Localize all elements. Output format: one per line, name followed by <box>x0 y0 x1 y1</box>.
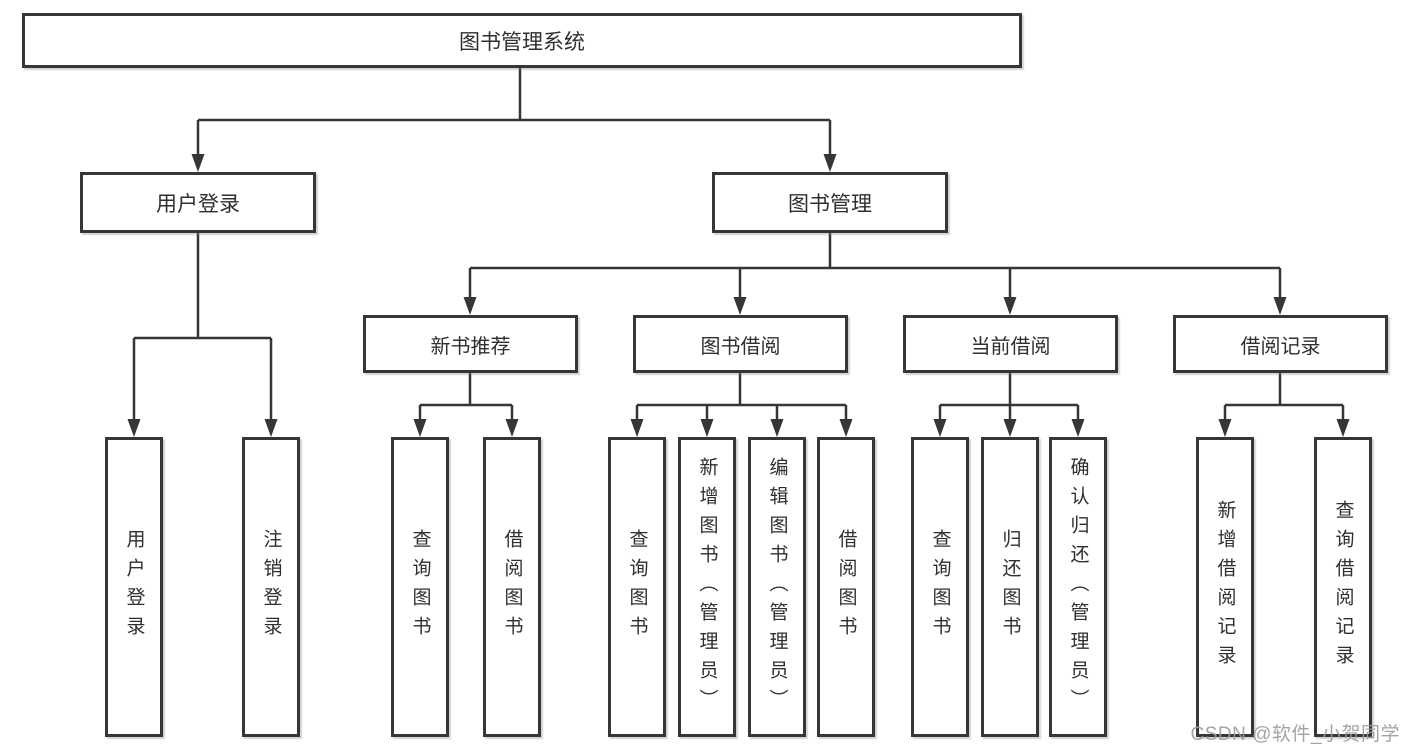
leaf-current-return-book: 归还图书 <box>981 437 1039 737</box>
leaf-recommend-query-book: 查询图书 <box>391 437 449 737</box>
node-book-management: 图书管理 <box>712 172 948 233</box>
node-new-book-recommend: 新书推荐 <box>363 315 578 373</box>
node-borrow-records: 借阅记录 <box>1173 315 1388 373</box>
leaf-current-query-book: 查询图书 <box>911 437 969 737</box>
leaf-borrow-add-book-admin: 新增图书（管理员） <box>678 437 736 737</box>
leaf-current-confirm-return-admin: 确认归还（管理员） <box>1049 437 1107 737</box>
leaf-borrow-query-book: 查询图书 <box>608 437 666 737</box>
csdn-watermark: CSDN @软件_小贺同学 <box>1190 724 1400 745</box>
leaf-records-add-record: 新增借阅记录 <box>1196 437 1254 737</box>
node-root-system: 图书管理系统 <box>22 13 1022 68</box>
node-book-borrow: 图书借阅 <box>633 315 848 373</box>
leaf-user-login: 用户登录 <box>105 437 163 737</box>
leaf-recommend-borrow-book: 借阅图书 <box>483 437 541 737</box>
node-user-login: 用户登录 <box>80 172 316 233</box>
leaf-borrow-borrow-book: 借阅图书 <box>817 437 875 737</box>
leaf-records-query-record: 查询借阅记录 <box>1314 437 1372 737</box>
leaf-borrow-edit-book-admin: 编辑图书（管理员） <box>748 437 806 737</box>
leaf-logout: 注销登录 <box>242 437 300 737</box>
arrowheads <box>127 154 1350 437</box>
node-current-borrow: 当前借阅 <box>903 315 1118 373</box>
